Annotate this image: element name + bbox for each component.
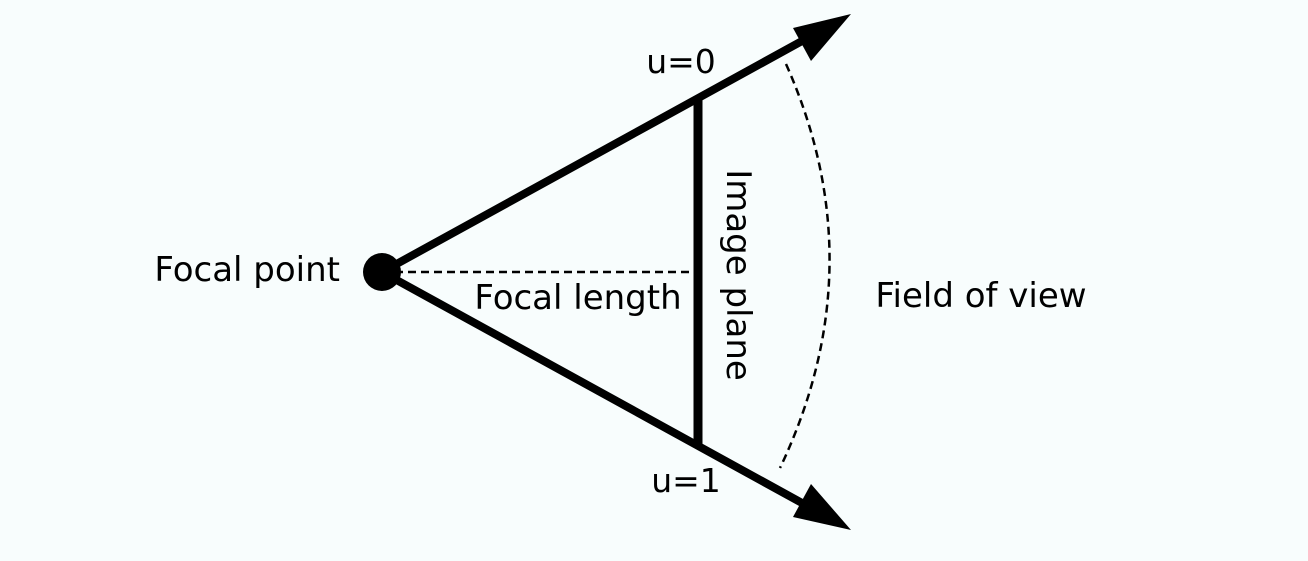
upper-ray-line [378, 26, 826, 276]
field-of-view-label: Field of view [875, 276, 1086, 316]
focal-point-label: Focal point [154, 250, 340, 290]
field-of-view-arc [778, 63, 831, 469]
u-one-label: u=1 [651, 461, 721, 500]
lower-ray-line [378, 268, 826, 518]
image-plane-label: Image plane [718, 169, 758, 381]
u-zero-label: u=0 [646, 42, 716, 81]
focal-point-dot [363, 253, 401, 291]
lower-ray-arrowhead [793, 484, 851, 530]
upper-ray-arrowhead [793, 14, 851, 61]
focal-length-label: Focal length [474, 278, 681, 318]
